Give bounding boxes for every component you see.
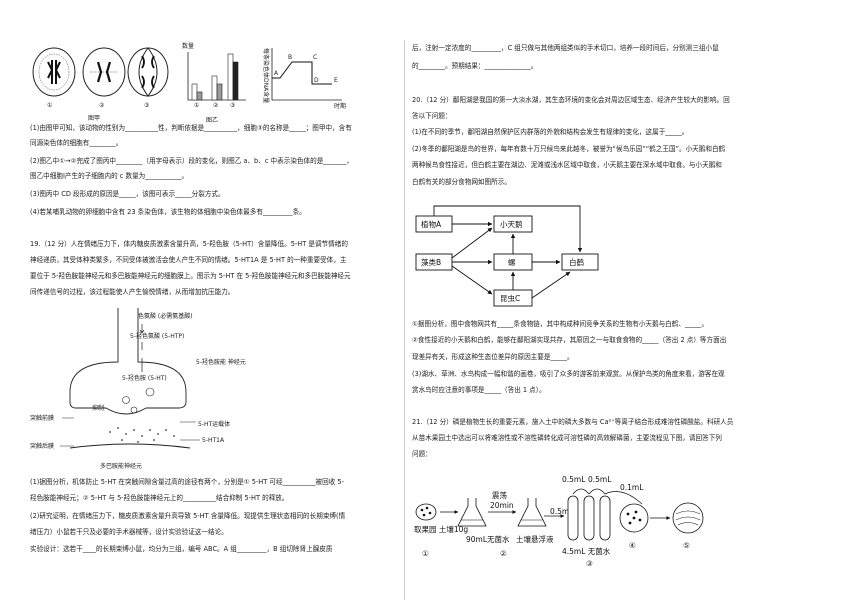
presynaptic-label: 突触前膜: [30, 414, 54, 422]
q19b-line-5: 实验设计：选若干____的长期束缚小鼠，均分为三组，编号 ABC。A 组____…: [30, 545, 333, 553]
q20-line-1: 20.（12 分）鄱阳湖是我国的第一大淡水湖，其生态环境的变化会对周边区域生态、…: [412, 96, 730, 104]
point-a: A: [274, 70, 279, 77]
receptor-label: 5-HT1A: [202, 437, 225, 444]
bing-xlabel: 时期: [334, 102, 346, 110]
point-e: E: [334, 77, 338, 84]
point-c: C: [313, 54, 317, 61]
point-d: D: [314, 77, 319, 84]
food-web-diagram: 植物A 小天鹅 藻类B 螺 白鹤 昆虫C: [415, 205, 599, 307]
inhibit-label: 抑制: [92, 404, 104, 412]
tryptophan-label: 色氨酸 (必需氨基酸): [138, 312, 193, 320]
vol-01-label: 0.1mL: [620, 483, 644, 492]
step-1-label: ①: [422, 549, 429, 558]
q20-line-5: 两种候鸟食性接近，但白鹤主要在湖边、泥滩或浅水区域中取食，小天鹅主要在深水域中取…: [412, 161, 722, 169]
q18-line-2: 同源染色体的细胞有________。: [30, 139, 123, 147]
q19-line-1: 19.（12 分）人在情绪压力下，体内糖皮质激素含量升高，5-羟色胺（5-HT）…: [30, 240, 348, 248]
suspension-label: 土壤悬浮液: [516, 534, 554, 544]
figure-bing-line-graph: 每条染色体DNA含量 A B C D E 时期: [262, 48, 346, 110]
q20-line-3: (1)在不同的季节，鄱阳湖自然保护区内群落的外貌和结构会发生有规律的变化，这属于…: [412, 128, 689, 136]
cell-label-2: ②: [99, 102, 105, 109]
q20b-line-4: (3)湖水、草洲、水鸟构成一幅和谐的画卷，吸引了众多的游客前来观赏。从保护鸟类的…: [412, 370, 725, 378]
step-4-label: ④: [629, 541, 636, 550]
q20-line-2: 答以下问题：: [412, 112, 452, 120]
step-5-label: ⑤: [683, 541, 690, 550]
yi-cat-1: ①: [194, 102, 199, 109]
right-top-line-2: 的________。预期结果：______________。: [412, 62, 538, 70]
cell-label-3: ③: [144, 102, 149, 109]
node-snail: 螺: [508, 257, 516, 267]
q18-line-3: (2)图乙中①→②完成了图丙中________（用字母表示）段的变化，则图乙 a…: [30, 157, 353, 165]
q21-line-1: 21.（12 分）磷是植物生长的重要元素，施入土中的磷大多数与 Ca²⁺等离子结…: [412, 418, 734, 426]
node-swan: 小天鹅: [500, 219, 523, 229]
q20-line-6: 白鹤有关的部分食物网如图所示。: [412, 178, 511, 186]
q19b-line-1: (1)据图分析，机体防止 5-HT 在突触间隙含量过高的途径有两个，分别是① 5…: [30, 478, 344, 486]
q20-line-4: (2)冬季的鄱阳湖是鸟的世界，每年有数十万只候鸟来此越冬，被誉为“候鸟乐园”“鹤…: [412, 145, 726, 153]
time-label: 20min: [490, 501, 514, 510]
caption-jia: 图甲: [88, 115, 100, 122]
node-insect-c: 昆虫C: [500, 293, 520, 303]
q18-line-5: (3)图丙中 CD 段形成的原因是_____，该图可表示_____分裂方式。: [30, 190, 225, 198]
dopamine-neuron-label: 多巴胺能神经元: [100, 462, 142, 470]
shake-label: 震荡: [492, 490, 507, 500]
q19b-line-3: (2)研究证明，在情绪压力下，糖皮质激素含量升高导致 5-HT 含量降低。现提供…: [30, 512, 346, 520]
q21-line-2: 从苗木果园土中选出可以将难溶性或不溶性磷转化成可溶性磷的高效解磷菌，主要流程见下…: [412, 434, 722, 442]
transporter-label: 5-HT运载体: [198, 420, 230, 428]
q18-line-6: (4)若某哺乳动物的卵细胞中含有 23 条染色体，该生物的体细胞中染色体最多有_…: [30, 208, 306, 216]
cell-label-1: ①: [47, 102, 52, 109]
figure-yi-bar-chart: 数量 ① ② ③ 图乙: [182, 42, 246, 124]
q18-line-4: 图乙中细胞Ⅰ产生的子细胞内的 c 数量为___________。: [30, 172, 189, 180]
q20b-line-5: 赏水鸟时应注意的事项是_____（答出 1 点）。: [412, 386, 546, 394]
q20b-line-2: ②食性接近的小天鹅和白鹤，能够在鄱阳湖实现共存，其原因之一与取食食物的_____…: [412, 336, 727, 344]
q21-line-3: 问题：: [412, 450, 432, 458]
caption-yi: 图乙: [206, 117, 218, 124]
step-2-label: ②: [500, 549, 507, 558]
right-top-line-1: 后，注射一定浓度的_________，C 组只做与其他两组类似的手术切口，培养一…: [412, 44, 719, 52]
step2-label: 5-羟色胺 (5-HT): [122, 374, 167, 382]
figure-jia-cells: ① ② ③ 图甲: [32, 47, 169, 122]
soil-label: 取果园 土壤10g: [414, 524, 468, 534]
step1-label: 5-羟色氨酸 (5-HTP): [130, 332, 184, 340]
postsynaptic-label: 突触后膜: [30, 442, 54, 450]
q19-line-2: 神经递质，其受体种类繁多，不同受体被激活会使人产生不同的情绪。5-HT1A 是 …: [30, 256, 347, 264]
bing-ylabel: 每条染色体DNA含量: [262, 48, 270, 103]
q20b-line-3: 现差异有关，形成这种生态位差异的原因主要是_____。: [412, 353, 574, 361]
water90-label: 90mL无菌水: [466, 534, 510, 544]
q18-line-1: (1)由图甲可知，该动物的性别为__________性，判断依据是_______…: [30, 124, 352, 132]
yi-axis-label: 数量: [182, 42, 194, 50]
yi-cat-2: ②: [213, 102, 219, 109]
q20b-line-1: ①据图分析，图中食物网共有_____条食物链，其中构成种间竞争关系的生物有小天鹅…: [412, 320, 709, 328]
node-crane: 白鹤: [569, 257, 584, 267]
neuron-5ht-label: 5-羟色胺能 神经元: [196, 358, 246, 366]
water45-label: 4.5mL 无菌水: [562, 546, 611, 556]
q19-line-4: 间传递信号的过程，该过程能使人产生愉悦情绪，从而增加抗压能力。: [30, 288, 235, 296]
q19b-line-4: 绪压力）小鼠若干只及必要的手术器械等，设计实验验证这一结论。: [30, 528, 228, 536]
step-3-label: ③: [586, 559, 593, 568]
q19b-line-2: 羟色胺能神经元；② 5-HT 与 5-羟色胺能神经元上的__________结合…: [30, 494, 289, 502]
vol-05-a-label: 0.5mL: [562, 475, 586, 484]
vol-05-c-label: 0.5mL: [550, 507, 574, 516]
column-divider: [404, 40, 405, 600]
vol-05-b-label: 0.5mL: [588, 475, 612, 484]
synapse-diagram: 色氨酸 (必需氨基酸) 5-羟色氨酸 (5-HTP) 5-羟色胺 (5-HT) …: [30, 308, 246, 470]
yi-cat-3: ③: [230, 102, 235, 109]
q19-line-3: 要位于 5-羟色胺能神经元和多巴胺能神经元的细胞膜上。图示为 5-HT 在 5-…: [30, 272, 351, 280]
process-flow-diagram: 取果园 土壤10g ① 90mL无菌水 震荡 20min ② 土壤悬浮液 0.5…: [414, 475, 704, 568]
node-algae-b: 藻类B: [421, 257, 441, 267]
node-plant-a: 植物A: [421, 219, 442, 229]
point-b: B: [288, 54, 292, 61]
